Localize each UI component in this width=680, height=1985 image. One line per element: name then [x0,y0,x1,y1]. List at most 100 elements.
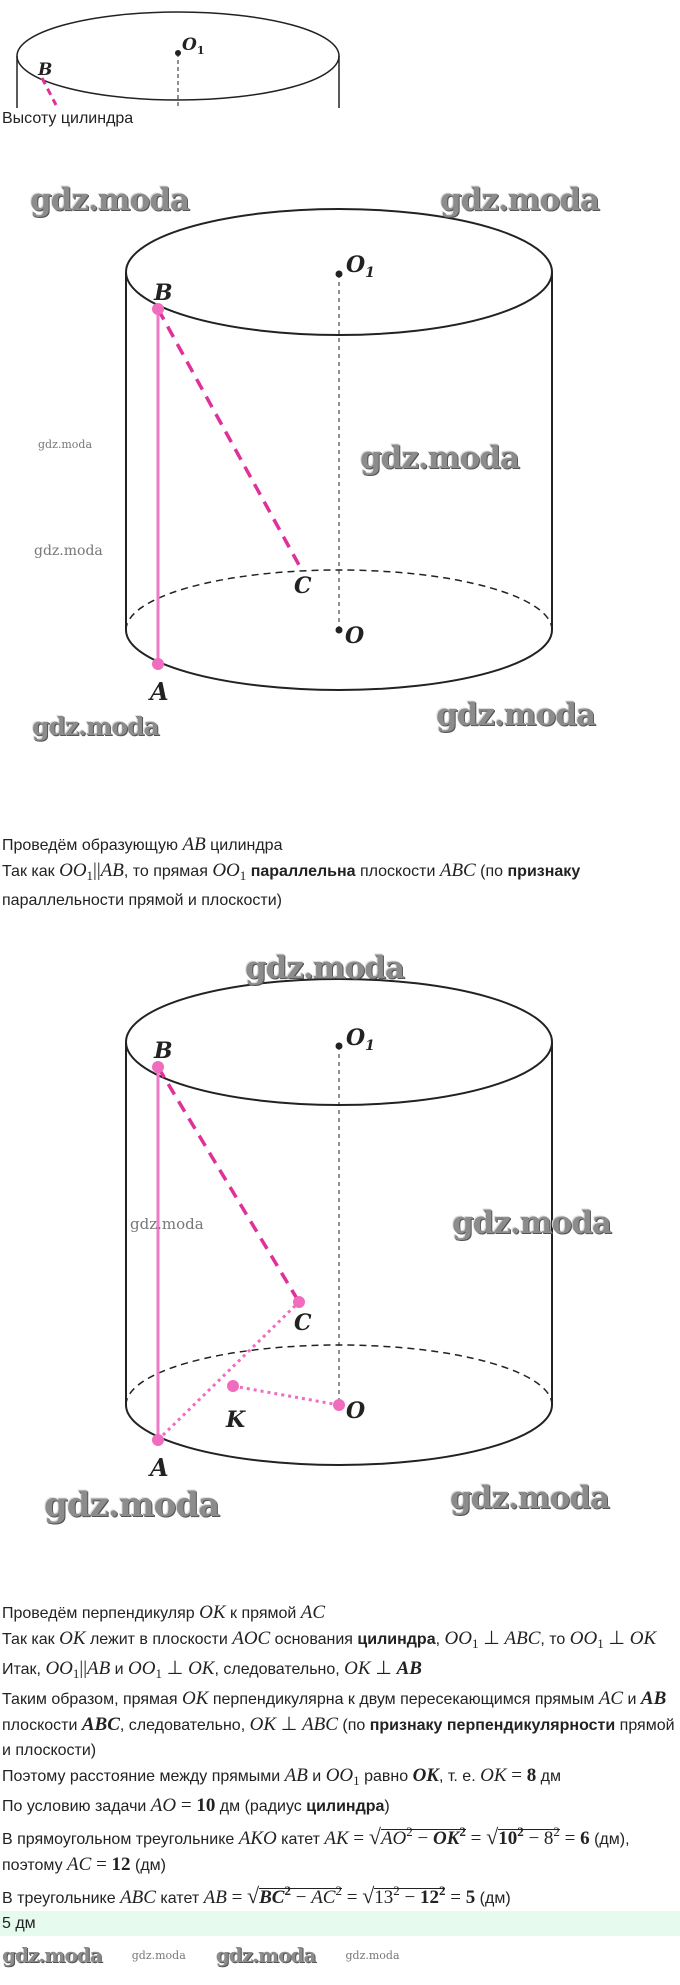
point-label-a: A [148,1453,169,1482]
math-text: 2 [517,1824,524,1839]
sqrt-sign: √ [247,1883,260,1908]
sqrt-sign: √ [362,1883,375,1908]
math-text: OO [444,1628,472,1649]
math-text: 1 [155,1666,163,1681]
radicand: 102 − 82 [498,1824,560,1849]
text: (по [337,1717,370,1734]
watermark: gdz.moda [34,543,103,559]
math-text: OK [432,1828,460,1849]
text: В треугольнике [2,1890,121,1907]
math-text: = [341,1887,363,1908]
text-line: В прямоугольном треугольнике AKO катет A… [2,1819,678,1878]
text: цилиндра [205,837,283,854]
cylinder-figure-2: B O1 C O K A [125,978,553,1482]
point-label-o: O [346,1398,365,1424]
watermark: gdz.moda [130,1215,204,1233]
math-text: OK [249,1714,276,1735]
math-text: OO [45,1658,73,1679]
math-text: = [445,1887,466,1908]
watermark: gdz.moda [450,1480,610,1516]
math-text: AB [203,1887,227,1908]
math-text: 5 [465,1887,476,1908]
point-label-o1: O [346,1025,365,1051]
math-text: OO [59,860,87,881]
bold-text: признаку [369,1717,443,1734]
math-text: OK [182,1688,209,1709]
watermark: gdz.moda [215,1942,317,1967]
math-text: OK [199,1602,226,1623]
math-text: AB [640,1688,667,1709]
bold-text: цилиндра [357,1631,436,1648]
math-text: 1 [72,1666,80,1681]
text: Поэтому расстояние между прямыми [2,1768,285,1785]
watermark: gdz.moda [440,182,600,218]
text: основания [270,1631,358,1648]
text: параллельности прямой и плоскости) [2,892,282,909]
math-text: 2 [393,1883,400,1898]
math-text: = [226,1887,248,1908]
math-text: 2 [284,1883,291,1898]
math-text: AB [396,1658,422,1679]
watermark: gdz.moda [436,697,596,733]
cylinder-top-fragment: B O1 [16,11,340,108]
text: (дм) [475,1890,511,1907]
watermark: gdz.moda [32,712,160,741]
math-text: OO [212,860,240,881]
math-text: ABC [439,860,476,881]
figure-caption: Высоту цилиндра [2,110,134,127]
text: , т. е. [438,1768,481,1785]
text-line: Поэтому расстояние между прямыми AB и OO… [2,1763,678,1793]
watermark: gdz.moda [245,950,405,986]
text-line: Так как OO1||AB, то прямая OO1 параллель… [2,858,678,913]
math-text: OK [188,1658,215,1679]
math-text: AK [324,1828,349,1849]
math-text: AOC [232,1628,271,1649]
math-text: − [290,1887,312,1908]
math-text: AB [87,1658,111,1679]
math-text: = [506,1765,527,1786]
text: ) [384,1798,390,1815]
math-text: − [399,1887,420,1908]
math-text: AB [182,834,206,855]
text: к прямой [225,1605,301,1622]
math-text: OK [629,1628,657,1649]
point-label-o1: O [182,35,197,55]
cylinder-figure-1: B O1 C O A [125,208,553,706]
text: (дм), поэтому [2,1831,630,1874]
point-label-o: O [345,623,364,649]
point-label-k: K [225,1407,246,1433]
text-line: Проведём перпендикуляр OK к прямой AC [2,1600,678,1626]
text: (по [475,863,508,880]
math-text: || [93,860,101,881]
text: и [307,1768,326,1785]
text: дм [536,1768,561,1785]
text: дм (радиус [215,1798,307,1815]
math-text: 1 [597,1636,604,1651]
math-text: BC [259,1887,285,1908]
text: , то [540,1631,570,1648]
math-text: − [412,1828,433,1849]
point-label-o1: O [346,252,365,278]
math-text: OO [128,1658,156,1679]
text: По условию задачи [2,1798,151,1815]
math-text: ABC [504,1628,541,1649]
watermark: gdz.moda [452,1205,612,1241]
point-label-b: B [153,1038,173,1064]
math-text: 12 [419,1887,439,1908]
math-text: 1 [239,868,247,883]
bold-text: параллельна [250,863,356,880]
math-text: ⊥ [478,1628,505,1649]
math-text: AO [380,1828,407,1849]
math-text: = [91,1854,112,1875]
sqrt-sign: √ [486,1824,499,1849]
watermark: gdz.moda [44,1485,220,1525]
text: и [623,1691,641,1708]
text-line: Так как OK лежит в плоскости AOC основан… [2,1626,678,1656]
math-text: 2 [459,1824,466,1839]
math-text: AKO [238,1828,277,1849]
text: катет [155,1890,204,1907]
math-text: AB [100,860,124,881]
